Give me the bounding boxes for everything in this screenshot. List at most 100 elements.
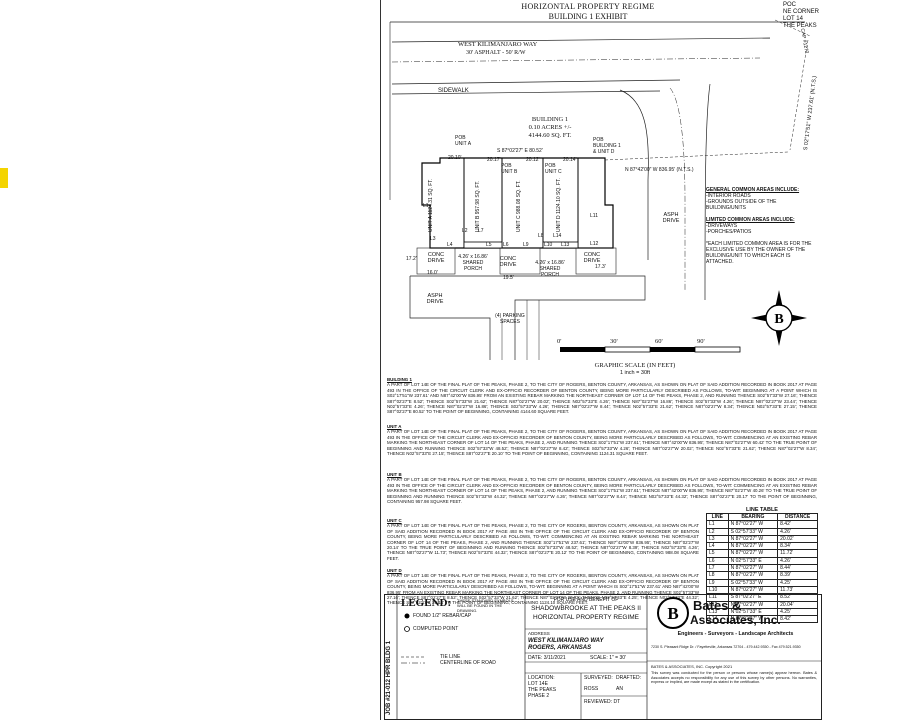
legend-centerline: CENTERLINE OF ROAD bbox=[440, 660, 496, 666]
line-id-cell: L4 bbox=[706, 542, 729, 551]
width-unit-c: 20.12' bbox=[526, 157, 540, 163]
exhibit-subtitle: BUILDING 1 EXHIBIT bbox=[548, 12, 628, 21]
line-label: L8 bbox=[538, 233, 544, 239]
legal-disclaimer: This survey was conducted for the person… bbox=[651, 671, 817, 685]
date-field: DATE: 3/11/2021 bbox=[528, 655, 566, 661]
drafted-value: AN bbox=[616, 686, 623, 692]
scale-field: SCALE: 1" = 30' bbox=[590, 655, 626, 661]
legend-rebar: FOUND 1/2" REBAR/CAP bbox=[413, 613, 472, 619]
line-id-cell: L2 bbox=[706, 527, 729, 536]
distance-cell: 4.26' bbox=[777, 527, 818, 536]
bearing-cell: N 87°02'27" W bbox=[727, 534, 779, 544]
bearing-cell: N 87°02'27" W bbox=[727, 571, 779, 580]
line-label: L6 bbox=[503, 242, 509, 248]
road-description: 30' ASPHALT - 50' R/W bbox=[466, 50, 526, 56]
bearing-cell: N 87°02'27" W bbox=[727, 542, 779, 551]
for-use-label: FOR USE AND BENEFIT OF bbox=[553, 597, 619, 603]
site-plan-drawing: B bbox=[389, 19, 811, 360]
address-label: ADDRESS bbox=[528, 631, 550, 636]
distance-cell: 8.42' bbox=[777, 615, 818, 624]
sidewalk-label: SIDEWALK bbox=[438, 88, 469, 94]
distance-cell: 8.42' bbox=[777, 520, 818, 529]
unit-b-area: UNIT B 957.98 SQ. FT. bbox=[475, 180, 481, 232]
line-id-cell: L1 bbox=[706, 520, 729, 529]
distance-cell: 8.34' bbox=[777, 542, 818, 551]
line-id-cell: L9 bbox=[706, 578, 729, 587]
company-name-1: Bates & bbox=[693, 598, 742, 613]
address-line-2: ROGERS, ARKANSAS bbox=[528, 645, 592, 651]
scale-ratio: 1 inch = 30ft bbox=[619, 370, 651, 376]
svg-text:B: B bbox=[667, 604, 678, 623]
address-line-1: WEST KILIMANJARO WAY bbox=[528, 638, 604, 644]
line-id-cell: L6 bbox=[706, 556, 729, 566]
bearing-cell: N 87°02'27" W bbox=[727, 564, 779, 573]
legend-note: THESE STANDARD SYMBOLS WILL BE FOUND IN … bbox=[457, 598, 514, 613]
line-id-cell: L8 bbox=[706, 571, 729, 580]
bearing-cell: N 02°57'33" E bbox=[727, 556, 779, 566]
line-label: L5 bbox=[486, 242, 492, 248]
distance-cell: 8.39' bbox=[777, 571, 818, 580]
unit-d-area: UNIT D 1124.10 SQ. FT. bbox=[556, 177, 562, 232]
line-id-cell: L5 bbox=[706, 549, 729, 558]
company-name-2: Associates, Inc. bbox=[690, 613, 781, 627]
drive-width: 17.2' bbox=[406, 256, 417, 262]
scale-tick: 60' bbox=[655, 338, 663, 345]
bearing-cell: N 87°02'27" W bbox=[727, 585, 779, 595]
distance-cell: 20.02' bbox=[777, 534, 818, 544]
distance-cell: 11.72' bbox=[777, 549, 818, 558]
company-address: 7230 S. Pleasant Ridge Dr. / Fayettevill… bbox=[651, 645, 801, 649]
bearing-cell: S 02°57'33" W bbox=[727, 578, 779, 587]
scale-title: GRAPHIC SCALE (IN FEET) bbox=[594, 362, 676, 369]
line-label: L9 bbox=[523, 242, 529, 248]
scale-tick: 90' bbox=[697, 338, 705, 345]
unit-c-area: UNIT C 988.08 SQ. FT. bbox=[516, 180, 522, 232]
bearing-cell: N 87°02'27" W bbox=[727, 520, 779, 529]
location-field: LOCATION: LOT 14E THE PEAKS PHASE 2 bbox=[528, 675, 557, 699]
surveyed-value: ROSS bbox=[584, 686, 599, 692]
scale-tick: 0' bbox=[557, 338, 562, 345]
line-label: L12 bbox=[590, 241, 599, 247]
road-name: WEST KILIMANJARO WAY bbox=[458, 41, 538, 48]
title-block: B JOB #21-012 HPR BLDG 1 LEGEND: THESE S… bbox=[384, 594, 822, 720]
building-label: BUILDING 1 0.10 ACRES +/- 4144.60 SQ. FT… bbox=[528, 116, 572, 139]
north-bearing-label: S 87°02'27" E 80.52' bbox=[497, 148, 543, 154]
regime-label: HORIZONTAL PROPERTY REGIME bbox=[533, 614, 639, 621]
bearing-cell: S 02°57'33" W bbox=[727, 527, 779, 536]
tie-line-label: N 87°42'00" W 836.95' (N.T.S.) bbox=[625, 167, 694, 173]
project-name: SHADOWBROOKE AT THE PEAKS II bbox=[531, 605, 641, 612]
distance-cell: 11.73' bbox=[777, 585, 818, 595]
line-label: L11 bbox=[590, 213, 598, 219]
svg-text:B: B bbox=[774, 312, 783, 327]
legend-title: LEGEND: bbox=[401, 597, 452, 609]
line-label: L13 bbox=[561, 242, 570, 248]
bearing-cell: N 87°02'27" W bbox=[727, 549, 779, 558]
distance-cell: 8.44' bbox=[777, 564, 818, 573]
line-label: L2 bbox=[462, 228, 468, 234]
line-label: L14 bbox=[553, 233, 562, 239]
line-label: L10 bbox=[544, 242, 553, 248]
